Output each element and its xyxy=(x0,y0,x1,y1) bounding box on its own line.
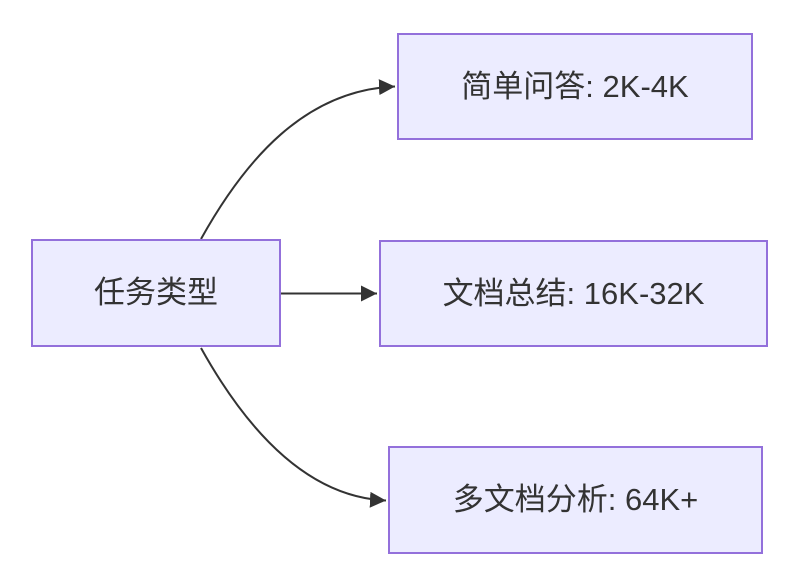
edge-task-type-to-simple-qa xyxy=(200,79,396,240)
node-doc-summary: 文档总结: 16K-32K xyxy=(379,240,768,347)
edge-task-type-to-multi-doc xyxy=(200,347,387,508)
node-task-type: 任务类型 xyxy=(31,239,281,347)
node-simple-qa: 简单问答: 2K-4K xyxy=(397,33,753,140)
node-multi-doc: 多文档分析: 64K+ xyxy=(388,446,763,554)
